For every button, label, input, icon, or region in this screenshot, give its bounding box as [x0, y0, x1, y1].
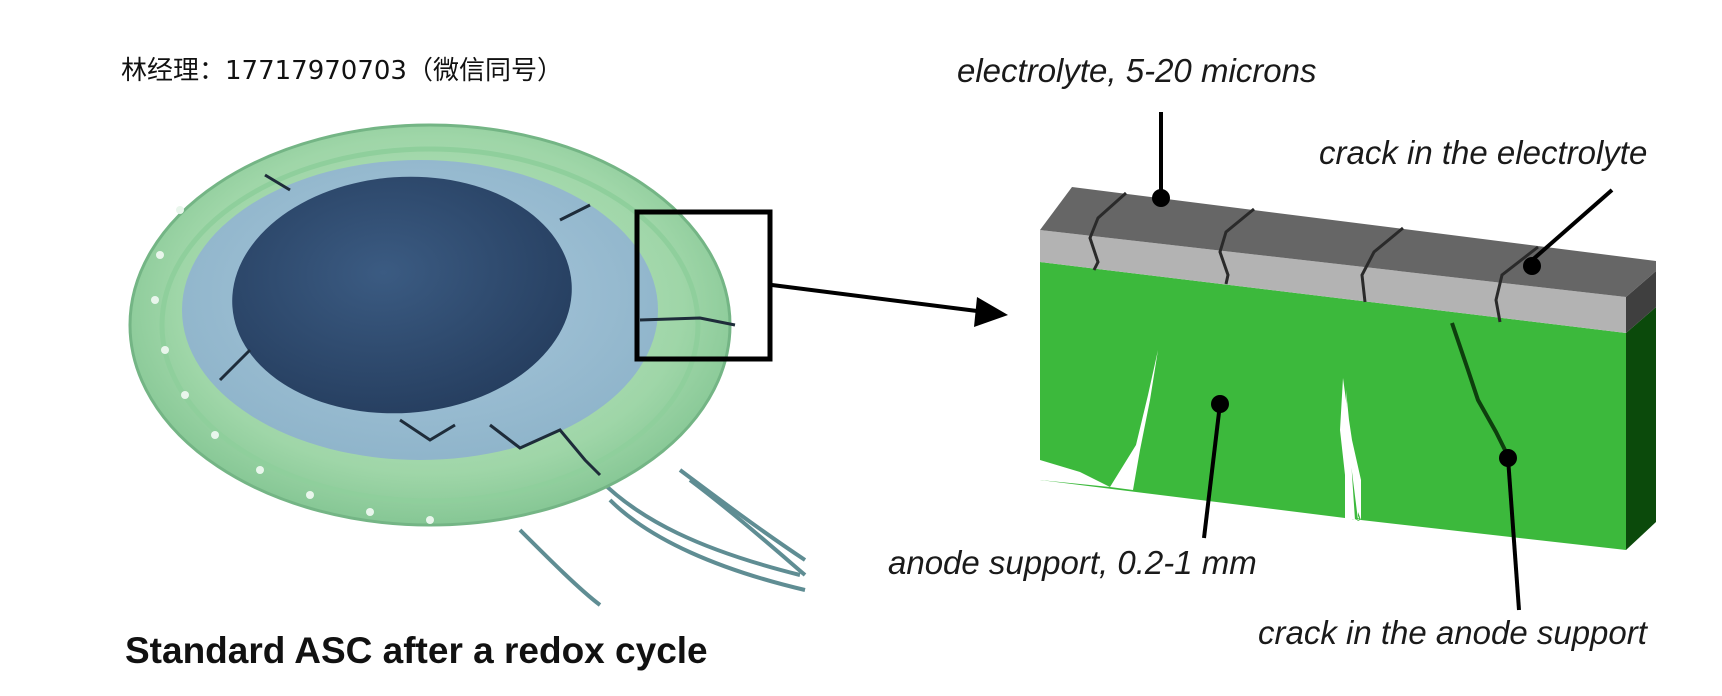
electrolyte-cracks	[1088, 191, 1539, 323]
electrolyte-front-face	[1040, 230, 1626, 333]
label-electrolyte: electrolyte, 5-20 microns	[957, 52, 1317, 89]
leader-crack-anode	[1499, 449, 1521, 611]
photo-caption: Standard ASC after a redox cycle	[125, 630, 708, 671]
zoom-arrow	[771, 283, 1008, 327]
label-anode-support: anode support, 0.2-1 mm	[888, 544, 1257, 581]
electrolyte-side-face	[1626, 271, 1656, 333]
leader-electrolyte	[1152, 112, 1170, 207]
anode-gap-left	[1110, 350, 1158, 490]
lead-wires	[518, 468, 807, 607]
label-crack-anode: crack in the anode support	[1258, 614, 1647, 651]
electrolyte-top-face	[1040, 187, 1656, 297]
leader-crack-electrolyte	[1523, 188, 1614, 275]
zoom-box	[634, 209, 773, 362]
anode-side-face	[1626, 307, 1656, 550]
contact-line: 林经理：17717970703（微信同号）	[121, 56, 563, 86]
anode-gap-left-edge	[1040, 460, 1110, 487]
outer-rim	[159, 146, 701, 504]
anode-front-face	[1040, 262, 1626, 550]
rim-marks	[151, 206, 434, 524]
cell-photo	[128, 123, 807, 607]
anode-gap-right	[1340, 378, 1355, 520]
cell-center	[232, 176, 572, 414]
schematic-block	[1040, 187, 1656, 550]
leader-anode-support	[1202, 395, 1229, 539]
label-crack-electrolyte: crack in the electrolyte	[1319, 134, 1648, 171]
anode-crack-line	[1450, 322, 1507, 451]
photo-cracks	[218, 173, 736, 477]
